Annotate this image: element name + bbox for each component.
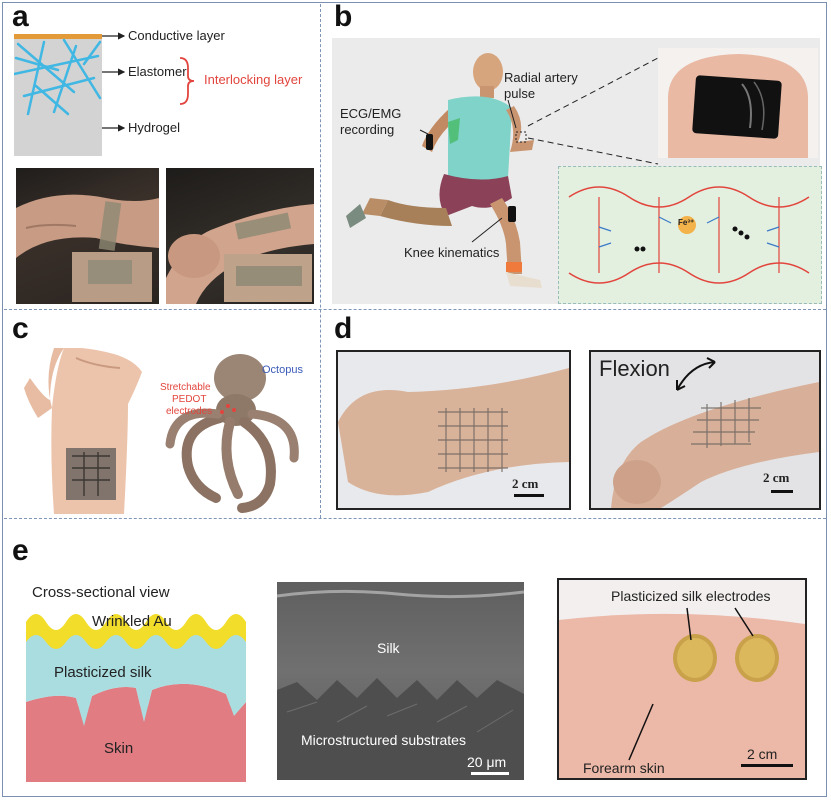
cross-section-diagram — [26, 614, 246, 782]
wrist-photo-left — [16, 168, 159, 304]
wrinkled-au-label: Wrinkled Au — [92, 613, 172, 630]
forearm-photo: Plasticized silk electrodes Forearm skin… — [557, 578, 807, 780]
wrist-photo-right — [166, 168, 314, 304]
crosslink-network-illustration — [568, 186, 810, 284]
panel-label-a: a — [12, 0, 29, 33]
fingertip-photo — [658, 48, 818, 158]
elastomer-label: Elastomer — [128, 64, 187, 79]
electrodes-label: electrodes — [166, 406, 213, 417]
octopus-photo — [160, 348, 310, 514]
plasticized-silk-electrodes-label: Plasticized silk electrodes — [611, 588, 771, 604]
skin-profile — [26, 683, 246, 782]
fingertip-illustration — [668, 54, 808, 158]
photo-scale-bar — [741, 764, 793, 767]
interlocking-bracket — [179, 57, 195, 105]
flexion-arrow — [676, 357, 716, 391]
forearm-skin-label: Forearm skin — [583, 760, 665, 776]
arm-photo-left: 2 cm — [336, 350, 571, 510]
conductive-layer-label: Conductive layer — [128, 28, 225, 43]
silk-label: Silk — [377, 640, 400, 656]
hydrogel-label: Hydrogel — [128, 120, 181, 135]
cross-sectional-view-label: Cross-sectional view — [32, 584, 170, 601]
scale-bar-left-label: 2 cm — [512, 476, 539, 491]
plasticized-silk-layer — [26, 634, 246, 726]
ecg-emg-label: ECG/EMG — [340, 106, 402, 121]
wrist-left-illustration — [16, 194, 159, 302]
chemical-structure: Fe³⁺ — [558, 166, 822, 304]
plasticized-silk-label: Plasticized silk — [54, 664, 152, 681]
scale-bar-left — [514, 494, 544, 497]
hand-illustration — [24, 348, 142, 514]
panel-b-pointer-lines — [419, 57, 659, 243]
layer-diagram — [14, 34, 102, 156]
panel-label-e: e — [12, 534, 29, 567]
photo-scale-label: 2 cm — [747, 746, 778, 762]
arm-photo-right: Flexion 2 cm — [589, 350, 821, 510]
sem-image: Silk Microstructured substrates 20 μm — [277, 582, 524, 780]
arm-left-illustration — [338, 368, 569, 496]
flexion-label: Flexion — [599, 356, 670, 381]
panel-label-d: d — [334, 312, 353, 345]
octopus-label: Octopus — [262, 364, 303, 376]
hand-photo — [24, 348, 144, 514]
octopus-illustration — [165, 354, 299, 513]
divider-horizontal-1 — [4, 309, 826, 310]
divider-horizontal-2 — [4, 518, 826, 519]
panel-a-arrows — [102, 32, 126, 132]
scale-bar-right — [771, 490, 793, 493]
divider-vertical-top — [320, 4, 321, 518]
stretchable-label: Stretchable — [160, 382, 211, 393]
elastomer-fibers — [14, 38, 102, 116]
arm-right-illustration — [611, 382, 819, 508]
scale-bar-right-label: 2 cm — [763, 470, 790, 485]
skin-label: Skin — [104, 740, 134, 757]
sem-illustration — [277, 589, 524, 780]
wrinkled-au-layer — [26, 614, 246, 649]
microstructured-substrates-label: Microstructured substrates — [301, 732, 466, 748]
sem-scale-bar — [471, 772, 509, 775]
pedot-label: PEDOT — [172, 394, 207, 405]
knee-kinematics-label: Knee kinematics — [404, 245, 500, 260]
wrist-right-illustration — [166, 204, 314, 304]
sem-scale-label: 20 μm — [467, 754, 507, 770]
recording-label: recording — [340, 122, 395, 137]
fe-ion-label: Fe³⁺ — [678, 218, 695, 227]
panel-label-b: b — [334, 0, 353, 33]
forearm-illustration — [559, 607, 805, 778]
interlocking-layer-label: Interlocking layer — [204, 72, 303, 87]
pulse-label: pulse — [504, 86, 536, 101]
panel-label-c: c — [12, 312, 29, 345]
radial-artery-label: Radial artery — [504, 70, 578, 85]
conductive-layer-strip — [14, 34, 102, 39]
